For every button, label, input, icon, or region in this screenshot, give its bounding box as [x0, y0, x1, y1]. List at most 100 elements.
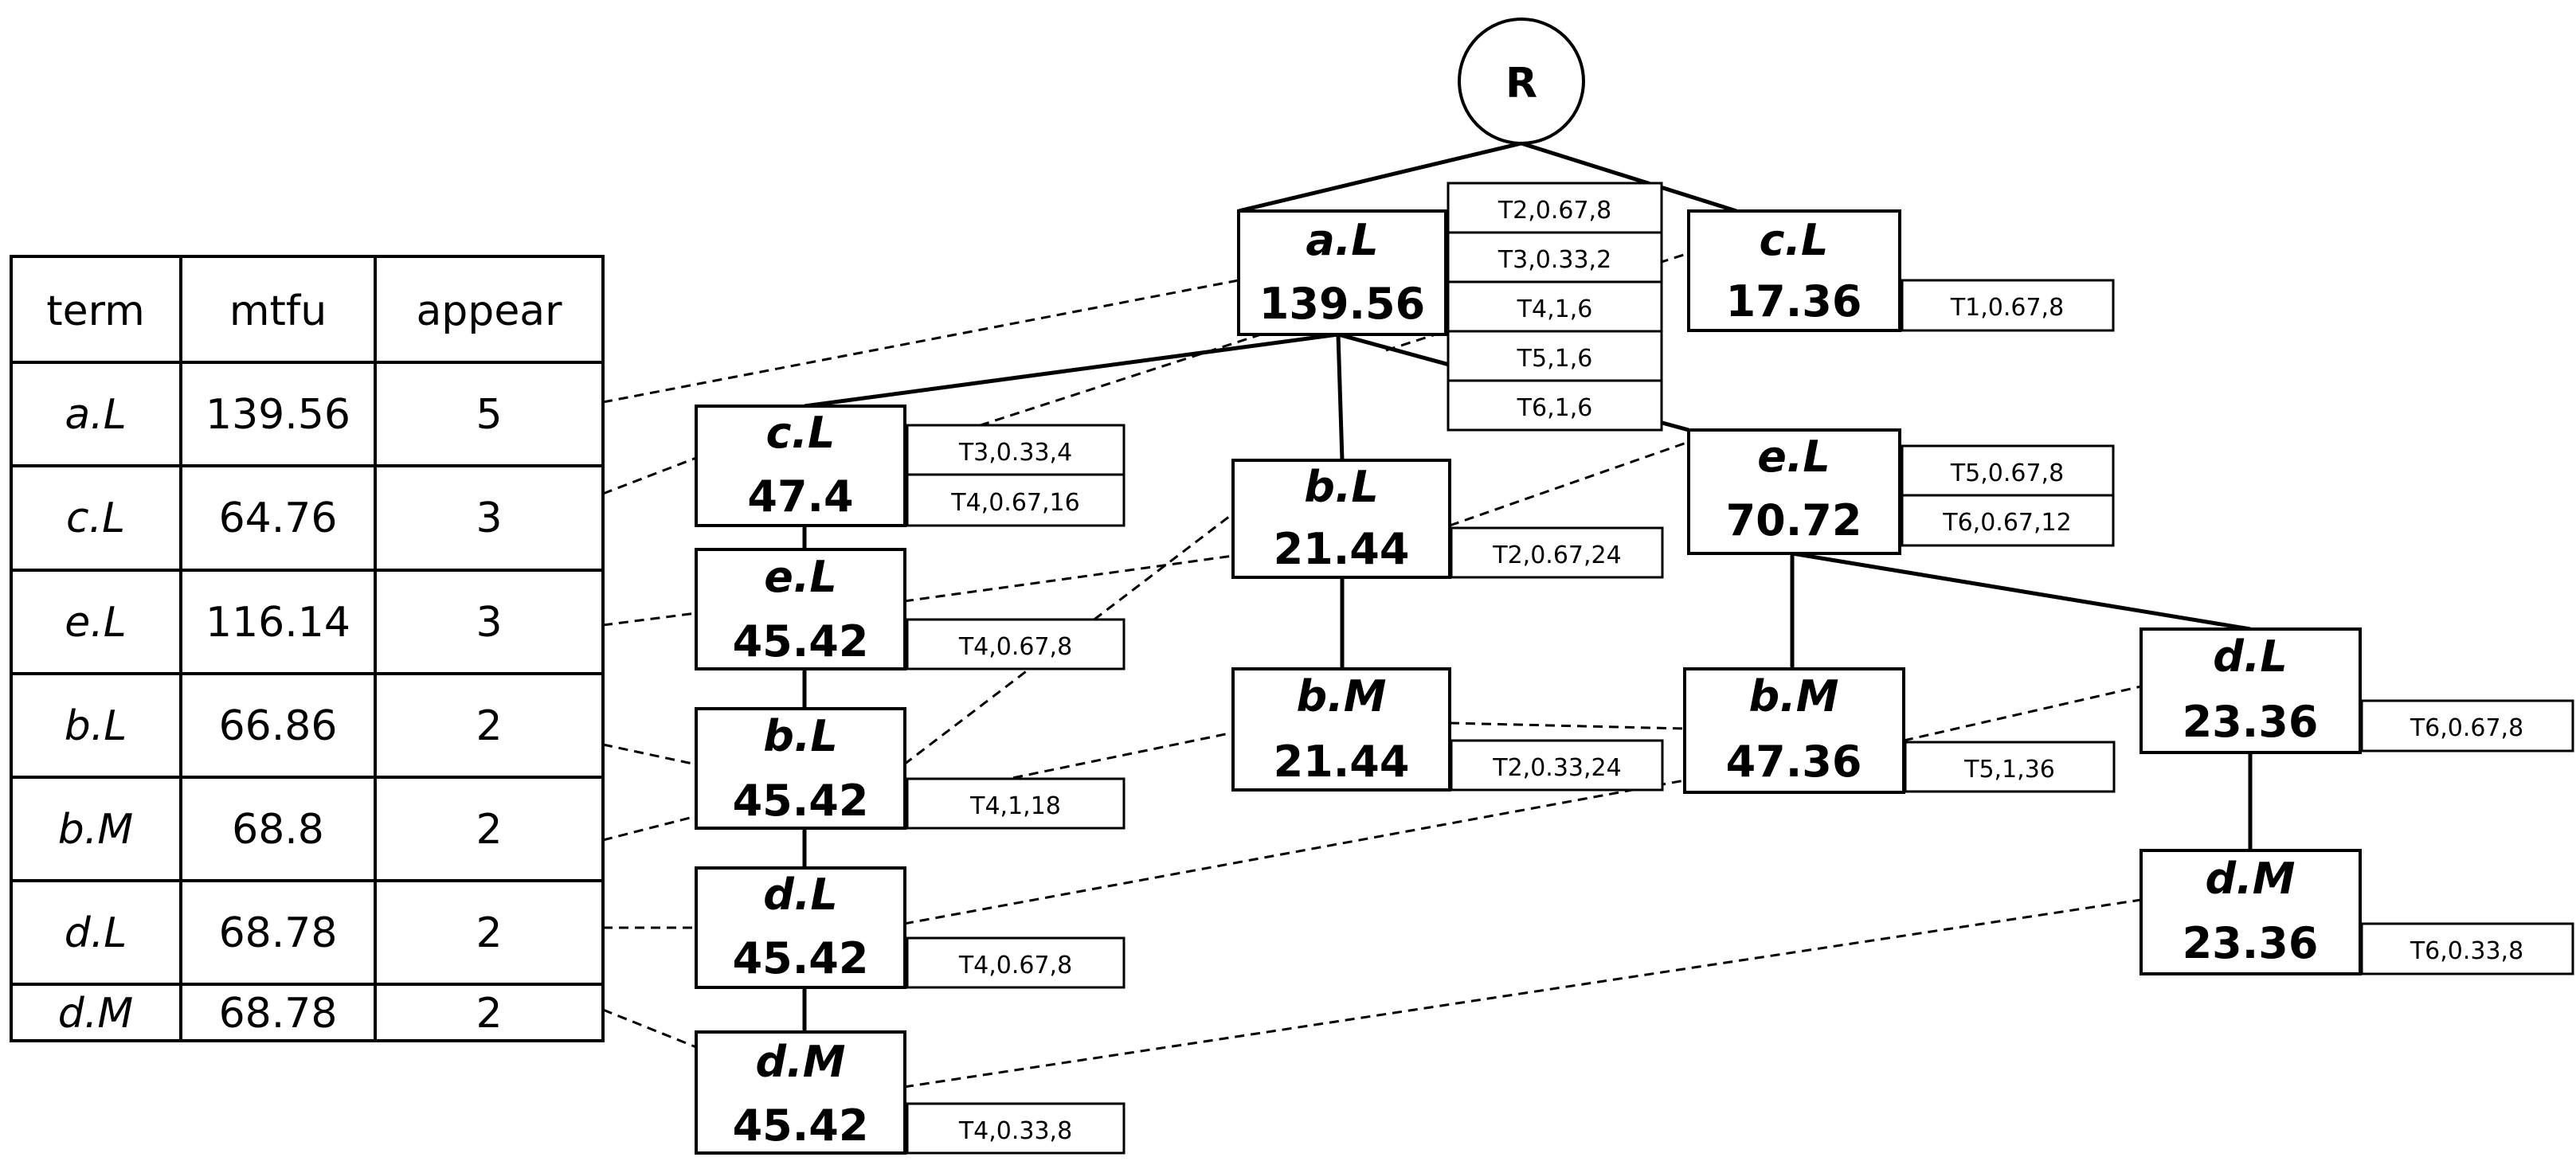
table-cell-term: c.L: [66, 494, 125, 542]
node-d-M-right: d.M 23.36 T6,0.33,8: [2139, 849, 2574, 975]
edge-root-aL: [1238, 141, 1522, 213]
node-box: [1687, 428, 1901, 555]
node-box: [695, 1030, 906, 1155]
node-value: 23.36: [2183, 918, 2319, 968]
table-cell-mtfu: 68.8: [232, 806, 324, 854]
node-a-L: a.L 139.56 T2,0.67,8 T3,0.33,2 T4,1,6 T5…: [1237, 182, 1663, 432]
table-cell-mtfu: 68.78: [219, 990, 338, 1038]
tag-box: [1447, 280, 1663, 333]
node-term: d.M: [756, 1037, 846, 1087]
tag-box: [2360, 922, 2574, 975]
node-term: b.M: [1749, 671, 1839, 721]
table-cell-appear: 3: [476, 494, 502, 542]
node-value: 21.44: [1274, 737, 1410, 787]
link-eL: [903, 554, 1234, 603]
node-term: c.L: [766, 408, 836, 458]
tag-box: [1450, 526, 1664, 579]
tag-label: T5,1,6: [1517, 345, 1593, 373]
root-circle: [1458, 18, 1585, 145]
table-cell-term: d.M: [58, 990, 133, 1038]
node-box: [1687, 209, 1901, 332]
link-dM: [903, 898, 2142, 1089]
table-cell-appear: 2: [476, 702, 502, 750]
root-node: R: [1458, 18, 1585, 145]
node-d-L-right: d.L 23.36 T6,0.67,8: [2139, 627, 2574, 754]
link-eL: [602, 612, 697, 627]
tag-box: [906, 936, 1126, 989]
node-box: [695, 707, 906, 830]
node-b-L-left: b.L 45.42 T4,1,18: [695, 707, 1126, 830]
edge-aL-cL: [804, 332, 1339, 408]
tag-box: [1447, 231, 1663, 283]
node-c-L: c.L 47.4 T3,0.33,4 T4,0.67,16: [695, 405, 1126, 527]
node-value: 21.44: [1274, 524, 1410, 574]
node-box: [1231, 667, 1451, 792]
node-value: 45.42: [733, 1100, 869, 1151]
tag-label: T2,0.67,24: [1492, 541, 1621, 569]
table-cell-mtfu: 139.56: [206, 391, 350, 439]
tag-box: [906, 473, 1126, 527]
node-value: 47.4: [747, 471, 853, 522]
node-box: [2139, 627, 2362, 754]
table-header-mtfu: mtfu: [229, 287, 327, 335]
link-cL: [602, 456, 697, 495]
table-cell-appear: 2: [476, 806, 502, 854]
tag-box: [1447, 379, 1663, 432]
tag-label: T2,0.67,8: [1497, 197, 1611, 225]
tag-box: [906, 618, 1126, 670]
tag-box: [1904, 741, 2116, 793]
tag-label: T3,0.33,4: [958, 439, 1072, 467]
table-cell-mtfu: 66.86: [219, 702, 338, 750]
table-cell-appear: 2: [476, 990, 502, 1038]
tag-label: T6,0.67,8: [2410, 714, 2523, 742]
link-bL: [903, 512, 1234, 766]
node-e-L-left: e.L 45.42 T4,0.67,8: [695, 548, 1126, 670]
table-border: [10, 255, 605, 1042]
tag-box: [1447, 330, 1663, 382]
node-value: 17.36: [1726, 276, 1862, 326]
node-e-L-right: e.L 70.72 T5,0.67,8 T6,0.67,12: [1687, 428, 2115, 555]
node-b-M-mid: b.M 21.44 T2,0.33,24: [1231, 667, 1664, 792]
node-d-M-left: d.M 45.42 T4,0.33,8: [695, 1030, 1126, 1155]
node-value: 23.36: [2183, 697, 2319, 747]
tag-label: T4,0.67,16: [950, 489, 1079, 517]
edge-eL-dL: [1791, 551, 2251, 631]
node-term: b.L: [763, 711, 838, 761]
tag-box: [1901, 444, 2115, 497]
term-table: [10, 255, 605, 1042]
node-term: d.M: [2206, 854, 2296, 904]
table-cell-mtfu: 116.14: [206, 599, 350, 647]
tag-box: [1901, 494, 2115, 547]
table-cell-mtfu: 64.76: [219, 494, 338, 542]
tag-box: [906, 424, 1126, 476]
tag-label: T6,1,6: [1517, 394, 1593, 422]
edge-aL-bL: [1336, 334, 1345, 461]
node-box: [695, 405, 906, 527]
tag-box: [1450, 739, 1664, 792]
table-cell-term: d.L: [65, 909, 127, 957]
node-value: 47.36: [1726, 737, 1862, 787]
tag-label: T4,0.33,8: [958, 1117, 1072, 1145]
tag-label: T5,0.67,8: [1950, 459, 2064, 487]
link-bM: [1449, 721, 1685, 730]
node-box: [695, 866, 906, 989]
link-bM: [602, 815, 697, 842]
link-dM: [602, 1008, 697, 1049]
node-box: [695, 548, 906, 670]
table-cell-appear: 3: [476, 599, 502, 647]
node-box: [1237, 209, 1447, 336]
node-term: b.L: [1304, 462, 1379, 512]
node-box: [1231, 459, 1451, 579]
tag-label: T4,1,18: [969, 792, 1061, 820]
link-aL: [602, 279, 1239, 404]
table-cell-appear: 5: [476, 391, 502, 439]
link-dL: [903, 779, 1685, 925]
table-header-term: term: [46, 287, 145, 335]
node-b-M-right: b.M 47.36 T5,1,36: [1683, 667, 2116, 794]
node-b-L-mid: b.L 21.44 T2,0.67,24: [1231, 459, 1664, 579]
table-cell-term: a.L: [65, 391, 126, 439]
tag-label: T2,0.33,24: [1492, 754, 1621, 782]
node-term: a.L: [1306, 215, 1378, 265]
node-value: 45.42: [733, 616, 869, 666]
